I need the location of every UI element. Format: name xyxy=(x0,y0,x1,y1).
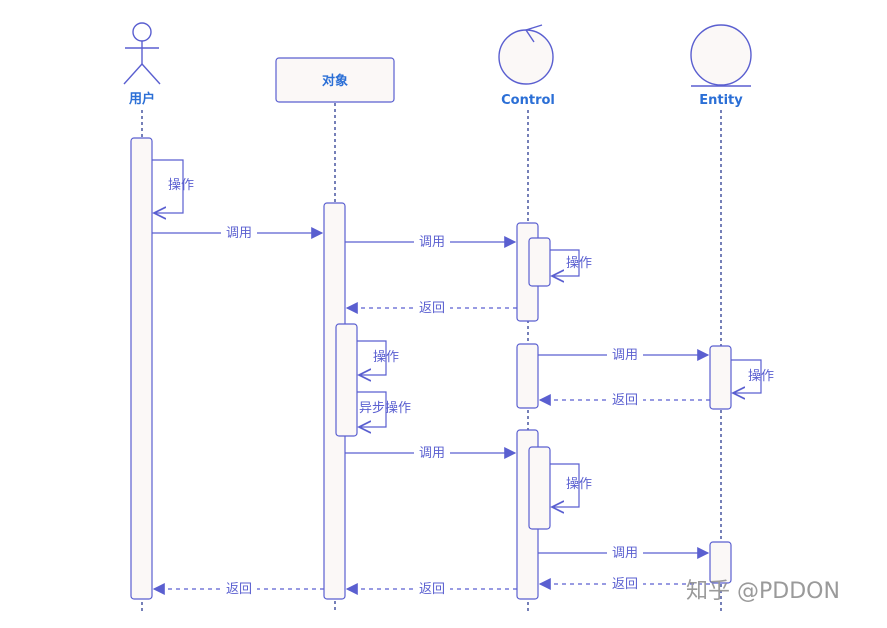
message-label: 操作 xyxy=(566,255,592,271)
message-label: 调用 xyxy=(226,226,252,241)
activation-control-2 xyxy=(516,343,539,409)
message-label: 返回 xyxy=(226,582,252,597)
participant-user-label: 用户 xyxy=(128,91,155,107)
message-label: 调用 xyxy=(612,546,638,561)
activation-control-3-nested xyxy=(528,446,551,530)
message-label: 返回 xyxy=(419,301,445,316)
activation-user xyxy=(130,137,153,600)
message-self-control-2 xyxy=(550,463,580,507)
message-self-object xyxy=(357,340,387,375)
message-label: 调用 xyxy=(419,235,445,250)
participant-object-label: 对象 xyxy=(322,73,348,89)
actor-icon xyxy=(123,22,161,85)
activation-object-nested xyxy=(335,323,358,437)
participant-control-label: Control xyxy=(501,93,555,108)
participant-entity-label: Entity xyxy=(699,93,743,108)
message-self-entity xyxy=(731,359,762,393)
activation-entity-1 xyxy=(709,345,732,410)
message-label: 异步操作 xyxy=(359,400,411,416)
message-label: 操作 xyxy=(373,349,399,365)
message-async-self-object xyxy=(357,391,387,427)
message-label: 调用 xyxy=(419,446,445,461)
message-label: 操作 xyxy=(748,368,774,384)
activation-control-1-nested xyxy=(528,237,551,287)
watermark: 知乎 @PDDON xyxy=(686,579,840,604)
message-self-user xyxy=(152,159,184,213)
message-label: 返回 xyxy=(612,577,638,592)
control-icon xyxy=(498,24,554,85)
activation-entity-2 xyxy=(709,541,732,584)
message-label: 返回 xyxy=(612,393,638,408)
message-label: 操作 xyxy=(566,476,592,492)
participant-object-box xyxy=(275,57,395,103)
message-label: 操作 xyxy=(168,177,194,193)
message-label: 调用 xyxy=(612,348,638,363)
message-label: 返回 xyxy=(419,582,445,597)
entity-icon xyxy=(690,24,752,87)
message-self-control-1 xyxy=(550,249,580,276)
